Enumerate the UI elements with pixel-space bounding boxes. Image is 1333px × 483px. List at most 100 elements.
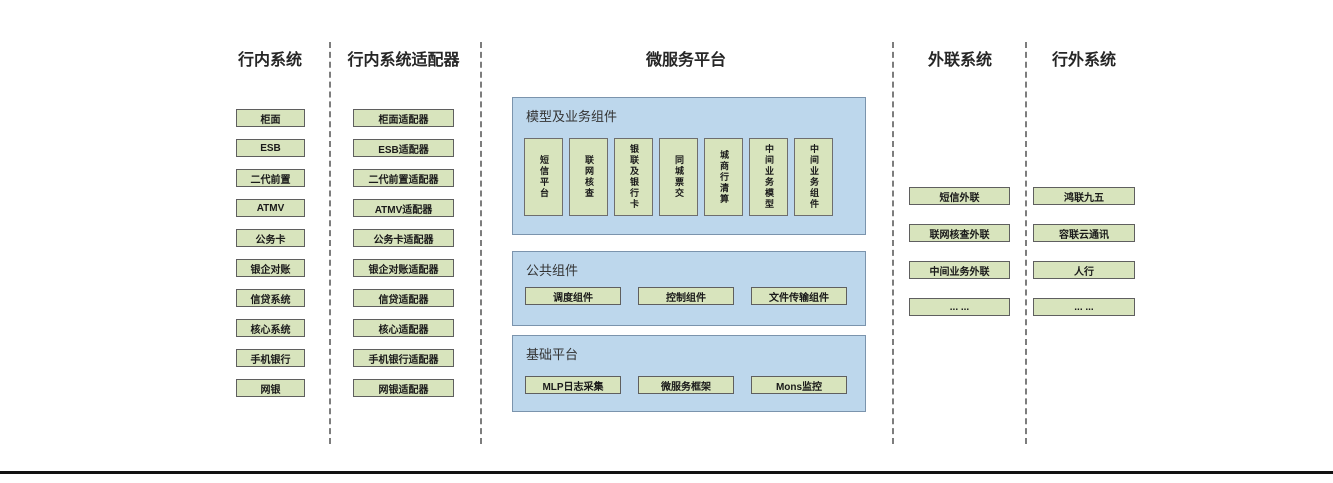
section-label-common: 公共组件 <box>526 263 579 278</box>
adapter-box: 公务卡适配器 <box>353 229 454 247</box>
system-box-label: 柜面 <box>260 114 281 126</box>
column-separator <box>1025 42 1027 444</box>
column-title-adapters: 行内系统适配器 <box>347 52 460 69</box>
bottom-rule <box>0 471 1333 474</box>
outside-system-box: ... ... <box>1033 298 1135 316</box>
system-box: ATMV <box>236 199 305 217</box>
outside-system-box-label: 容联云通讯 <box>1059 229 1109 241</box>
column-title-external: 外联系统 <box>927 52 992 69</box>
component-box-label: 联网核查 <box>584 155 594 199</box>
column-separator <box>480 42 482 444</box>
section-common-components: 公共组件 调度组件 控制组件 文件传输组件 <box>512 251 866 326</box>
base-platform-row: MLP日志采集 微服务框架 Mons监控 <box>525 376 847 394</box>
component-box-label: 调度组件 <box>553 292 593 304</box>
column-separator <box>329 42 331 444</box>
system-box-label: ATMV <box>256 202 285 214</box>
column-title-outside: 行外系统 <box>1051 52 1116 69</box>
external-system-box-label: 联网核查外联 <box>929 229 990 241</box>
adapter-systems-list: 柜面适配器 ESB适配器 二代前置适配器 ATMV适配器 公务卡适配器 银企对账… <box>353 109 454 397</box>
system-box-label: 手机银行 <box>250 354 291 366</box>
adapter-box-label: 柜面适配器 <box>378 114 429 126</box>
component-box-label: 控制组件 <box>666 292 706 304</box>
component-box-label: 中间业务组件 <box>809 144 819 210</box>
system-box: 柜面 <box>236 109 305 127</box>
system-box: 公务卡 <box>236 229 305 247</box>
adapter-box-label: 网银适配器 <box>378 384 429 396</box>
section-label-model: 模型及业务组件 <box>526 109 618 124</box>
adapter-box-label: 信贷适配器 <box>378 294 429 306</box>
internal-systems-list: 柜面 ESB 二代前置 ATMV 公务卡 银企对账 信贷系统 <box>236 109 305 397</box>
adapter-box-label: 二代前置适配器 <box>368 174 439 186</box>
system-box-label: 核心系统 <box>250 324 291 336</box>
outside-system-box-label: 鸿联九五 <box>1064 192 1104 204</box>
system-box-label: 公务卡 <box>255 234 286 246</box>
adapter-box: 网银适配器 <box>353 379 454 397</box>
component-box: 调度组件 <box>525 287 621 305</box>
outside-system-box: 容联云通讯 <box>1033 224 1135 242</box>
component-box-label: 中间业务模型 <box>764 144 774 210</box>
outside-system-box: 人行 <box>1033 261 1135 279</box>
external-system-box: 联网核查外联 <box>909 224 1010 242</box>
section-model-business-components: 模型及业务组件 短信平台 联网核查 银联及银行卡 同城票交 <box>512 97 866 235</box>
outside-system-box: 鸿联九五 <box>1033 187 1135 205</box>
system-box-label: 网银 <box>260 384 281 396</box>
section-base-platform: 基础平台 MLP日志采集 微服务框架 Mons监控 <box>512 335 866 412</box>
common-components-row: 调度组件 控制组件 文件传输组件 <box>525 287 847 305</box>
column-title-platform: 微服务平台 <box>645 52 726 69</box>
system-box-label: 银企对账 <box>250 264 291 276</box>
component-box-label: 微服务框架 <box>661 381 711 393</box>
adapter-box: ATMV适配器 <box>353 199 454 217</box>
component-box-label: 银联及银行卡 <box>629 144 639 210</box>
component-box: 城商行清算 <box>704 138 743 216</box>
external-link-systems-list: 短信外联 联网核查外联 中间业务外联 ... ... <box>909 187 1010 316</box>
system-box-label: 二代前置 <box>250 174 291 186</box>
component-box-label: MLP日志采集 <box>542 381 604 393</box>
system-box-label: ESB <box>260 142 281 154</box>
system-box: 银企对账 <box>236 259 305 277</box>
system-box-label: 信贷系统 <box>250 294 291 306</box>
component-box: 中间业务模型 <box>749 138 788 216</box>
component-box: 联网核查 <box>569 138 608 216</box>
component-box: 同城票交 <box>659 138 698 216</box>
adapter-box-label: ATMV适配器 <box>374 204 433 216</box>
outside-system-box-label: ... ... <box>1074 301 1094 313</box>
column-title-internal: 行内系统 <box>237 52 302 69</box>
column-separator <box>892 42 894 444</box>
adapter-box-label: 银企对账适配器 <box>368 264 439 276</box>
external-system-box: ... ... <box>909 298 1010 316</box>
adapter-box-label: 手机银行适配器 <box>368 354 439 366</box>
outside-system-box-label: 人行 <box>1074 266 1094 278</box>
external-system-box-label: 中间业务外联 <box>929 266 990 278</box>
adapter-box: 二代前置适配器 <box>353 169 454 187</box>
system-box: ESB <box>236 139 305 157</box>
component-box: 短信平台 <box>524 138 563 216</box>
system-box: 网银 <box>236 379 305 397</box>
external-system-box: 短信外联 <box>909 187 1010 205</box>
adapter-box: 柜面适配器 <box>353 109 454 127</box>
adapter-box-label: 公务卡适配器 <box>373 234 434 246</box>
outside-systems-list: 鸿联九五 容联云通讯 人行 ... ... <box>1033 187 1135 316</box>
system-box: 二代前置 <box>236 169 305 187</box>
component-box-label: 城商行清算 <box>719 149 729 205</box>
external-system-box: 中间业务外联 <box>909 261 1010 279</box>
system-box: 信贷系统 <box>236 289 305 307</box>
adapter-box: 信贷适配器 <box>353 289 454 307</box>
component-box: 中间业务组件 <box>794 138 833 216</box>
component-box-label: 短信平台 <box>539 155 549 199</box>
section-label-base: 基础平台 <box>526 347 579 362</box>
adapter-box: 手机银行适配器 <box>353 349 454 367</box>
system-box: 手机银行 <box>236 349 305 367</box>
external-system-box-label: ... ... <box>949 301 970 313</box>
component-box: 银联及银行卡 <box>614 138 653 216</box>
system-box: 核心系统 <box>236 319 305 337</box>
component-box: 微服务框架 <box>638 376 734 394</box>
component-box-label: Mons监控 <box>775 381 823 393</box>
adapter-box: 核心适配器 <box>353 319 454 337</box>
component-box: Mons监控 <box>751 376 847 394</box>
adapter-box-label: 核心适配器 <box>378 324 429 336</box>
component-box: MLP日志采集 <box>525 376 621 394</box>
component-box-label: 文件传输组件 <box>769 292 829 304</box>
component-box-label: 同城票交 <box>674 155 684 199</box>
external-system-box-label: 短信外联 <box>939 192 980 204</box>
